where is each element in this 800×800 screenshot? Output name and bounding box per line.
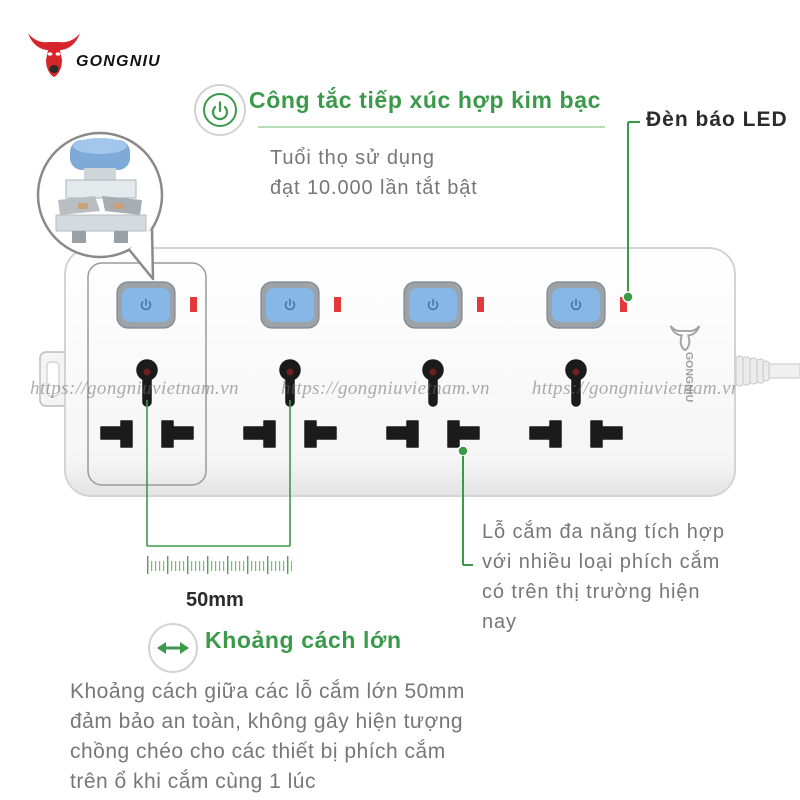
socket-callout-dot: [457, 445, 469, 457]
mechanism-silver-point: [78, 203, 88, 209]
switch-power-icon: [570, 298, 582, 311]
spacing-feature-description: Khoảng cách giữa các lỗ cắm lớn 50mm đảm…: [70, 677, 465, 797]
switch-mechanism-zoom: [36, 131, 164, 281]
cord-rib: [742, 356, 751, 386]
socket-left-slot: [243, 420, 276, 448]
socket-left-slot: [100, 420, 133, 448]
watermark-text: https://gongniuvietnam.vn: [30, 378, 239, 399]
bull-head-shape: [28, 33, 80, 77]
power-strip: GONGNIU: [39, 247, 800, 497]
brand-logo-text: GONGNIU: [76, 53, 161, 70]
power-icon-symbol: [211, 101, 229, 121]
spacing-feature-line: Khoảng cách giữa các lỗ cắm lớn 50mm: [70, 680, 465, 703]
strip-logo: GONGNIU: [669, 325, 701, 402]
switch-2: [260, 281, 341, 329]
strip-bull-icon: [669, 325, 701, 352]
bull-nose: [49, 65, 59, 73]
power-icon: [194, 84, 246, 136]
socket-feature-description: Lỗ cắm đa năng tích hợp với nhiều loại p…: [482, 517, 725, 637]
strip-hook-slot: [46, 361, 60, 397]
socket-feature-line: nay: [482, 611, 517, 633]
socket-1: [100, 359, 194, 448]
led-indicator: [190, 297, 197, 312]
spacing-feature-line: chồng chéo cho các thiết bị phích cắm: [70, 740, 446, 763]
switch-3: [403, 281, 484, 329]
spacing-dimension: [146, 400, 292, 574]
switch-power-icon: [427, 298, 439, 311]
socket-hole-depth: [429, 368, 437, 376]
socket-hole-depth: [286, 368, 294, 376]
bull-eye-left: [47, 52, 53, 56]
ruler-major-ticks: [147, 556, 292, 574]
watermark: https://gongniuvietnam.vn https://gongniu…: [30, 375, 735, 403]
socket-4: [529, 359, 623, 448]
switch-feature-title: Công tắc tiếp xúc hợp kim bạc: [249, 87, 601, 113]
socket-right-slot: [447, 420, 480, 448]
socket-left-slot: [386, 420, 419, 448]
spacing-feature-title: Khoảng cách lớn: [205, 627, 402, 653]
socket-right-slot: [161, 420, 194, 448]
switch-feature-description: Tuổi thọ sử dụng đạt 10.000 lần tắt bật: [270, 143, 478, 203]
switch-feature-line: Tuổi thọ sử dụng: [270, 147, 435, 169]
socket-feature-line: có trên thị trường hiện: [482, 581, 701, 603]
cord-rib: [749, 357, 758, 385]
switch-4: [546, 281, 627, 329]
socket-feature-line: với nhiều loại phích cắm: [482, 551, 721, 573]
strip-logo-text: GONGNIU: [683, 352, 695, 402]
cord-rib: [762, 360, 770, 382]
led-indicator: [620, 297, 627, 312]
socket-2: [243, 359, 337, 448]
led-feature-title: Đèn báo LED: [646, 108, 788, 131]
led-indicator: [334, 297, 341, 312]
mechanism-silver-point: [114, 203, 124, 209]
socket-right-slot: [304, 420, 337, 448]
bull-head-icon: [28, 33, 80, 77]
spacing-feature-line: trên ổ khi cắm cùng 1 lúc: [70, 770, 316, 793]
switch-1: [116, 281, 197, 329]
socket-right-slot: [590, 420, 623, 448]
bull-eye-right: [55, 52, 61, 56]
socket-left-slot: [529, 420, 562, 448]
strip-cord: [765, 363, 800, 379]
switch-power-icon: [284, 298, 296, 311]
power-icon-inner: [203, 93, 237, 127]
spacing-feature-line: đảm bảo an toàn, không gây hiện tượng: [70, 710, 464, 733]
cord-rib: [735, 355, 744, 387]
mechanism-housing: [65, 179, 137, 199]
socket-hole-depth: [143, 368, 151, 376]
mechanism-base: [55, 214, 147, 232]
mechanism-stem: [84, 168, 116, 182]
mechanism-terminal: [72, 231, 86, 243]
switch-mechanism-image: [55, 138, 147, 243]
watermark-text: https://gongniuvietnam.vn: [280, 378, 490, 399]
double-arrow-head-right: [180, 642, 189, 654]
switch-feature-line: đạt 10.000 lần tắt bật: [270, 177, 478, 199]
socket-feature-line: Lỗ cắm đa năng tích hợp: [482, 521, 725, 543]
watermark-text: https://gongniuvietnam.vn: [531, 378, 735, 399]
switch-power-icon: [140, 298, 152, 311]
socket-hole-depth: [572, 368, 580, 376]
mechanism-cap-top: [73, 138, 127, 154]
zoom-pointer: [128, 228, 155, 281]
double-arrow-head-left: [157, 642, 166, 654]
double-arrow-icon: [148, 623, 198, 673]
led-indicator: [477, 297, 484, 312]
socket-3: [386, 359, 480, 448]
led-callout-dot: [622, 291, 634, 303]
mechanism-terminal: [114, 231, 128, 243]
spacing-measurement: 50mm: [186, 589, 244, 611]
